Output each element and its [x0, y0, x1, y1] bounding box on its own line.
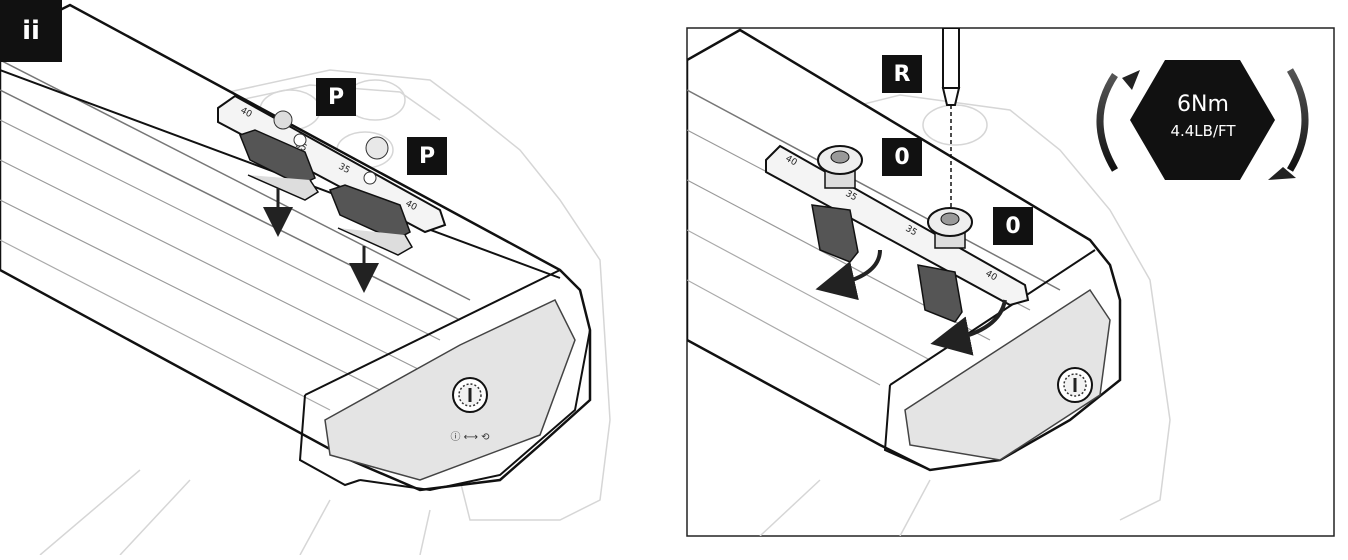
- right-panel: 40 35 35 40: [687, 28, 1309, 536]
- scale-mark: 35: [904, 224, 919, 238]
- part-label-p: P: [407, 137, 447, 175]
- adapter-plate-left: 40 35 35 40: [217, 94, 447, 256]
- rotate-arrow-icon: [815, 249, 1007, 356]
- roof-bar-left: ⓘ ⟷ ⟲: [0, 3, 592, 492]
- left-panel: ⓘ ⟷ ⟲ 40 35 35 40: [0, 3, 611, 556]
- tool-label-r: R: [882, 55, 922, 93]
- step-badge: ii: [0, 0, 62, 62]
- torque-badge: [1096, 60, 1309, 180]
- bolt-icon: [817, 145, 863, 189]
- torque-value: 6Nm: [1177, 92, 1229, 117]
- scale-mark: 40: [404, 199, 419, 213]
- bolt-icon: [927, 207, 973, 249]
- torque-imperial: 4.4LB/FT: [1170, 122, 1236, 140]
- roof-bar-right: [687, 28, 1122, 472]
- scale-mark: 40: [239, 106, 254, 120]
- scale-mark: 35: [337, 162, 352, 176]
- bolt-label: 0: [882, 138, 922, 176]
- scale-mark: 35: [844, 189, 859, 203]
- torx-driver-icon: [941, 28, 961, 210]
- adapter-plate-right: 40 35 35 40: [765, 144, 1030, 323]
- down-arrow-icon: [263, 188, 379, 293]
- bolt-label: 0: [993, 207, 1033, 245]
- svg-text:ⓘ ⟷ ⟲: ⓘ ⟷ ⟲: [450, 431, 490, 443]
- part-label-p: P: [316, 78, 356, 116]
